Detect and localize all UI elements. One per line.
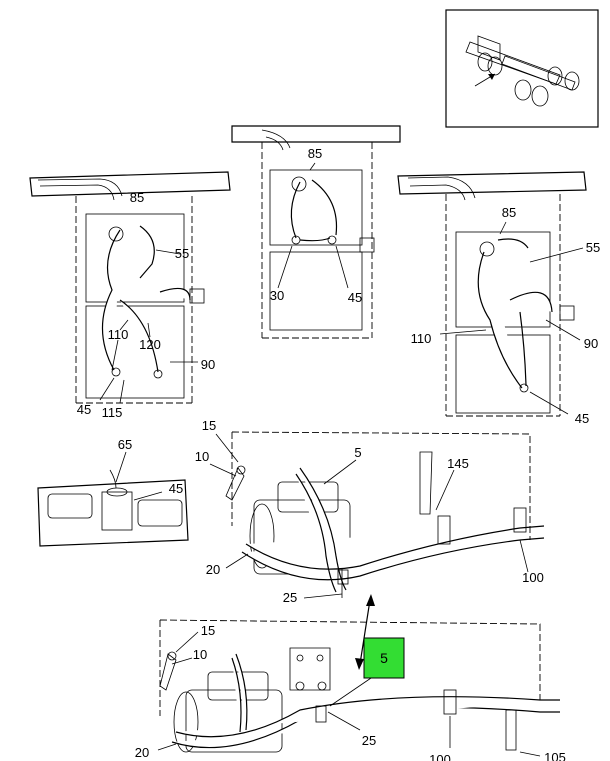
callout-85: 85 <box>502 205 516 220</box>
truck-chassis-icon <box>465 35 580 107</box>
battery-box-view-right: 85 55 110 90 45 <box>397 171 600 426</box>
callout-10: 10 <box>193 647 207 662</box>
view-transition-arrow <box>355 594 375 670</box>
vehicle-locator-inset <box>445 9 599 128</box>
callout-25: 25 <box>283 590 297 605</box>
callout-55: 55 <box>586 240 600 255</box>
battery-box-view-left: 85 55 110 120 90 45 115 <box>29 171 231 420</box>
callout-105: 105 <box>544 750 566 761</box>
callout-90: 90 <box>201 357 215 372</box>
callout-45: 45 <box>169 481 183 496</box>
callout-100: 100 <box>429 752 451 761</box>
callout-85: 85 <box>308 146 322 161</box>
highlight-box[interactable] <box>363 637 405 679</box>
callout-25: 25 <box>362 733 376 748</box>
highlighted-callout-5[interactable]: 5 <box>363 637 405 679</box>
callout-110: 110 <box>411 331 432 346</box>
callout-15: 15 <box>202 418 216 433</box>
callout-15: 15 <box>201 623 215 638</box>
callout-45: 45 <box>77 402 91 417</box>
callout-145: 145 <box>447 456 469 471</box>
callout-55: 55 <box>175 246 189 261</box>
terminal-detail-view: 65 45 <box>37 437 189 547</box>
starter-cable-bottom-view: 15 10 20 25 100 105 <box>135 619 566 761</box>
callout-100: 100 <box>522 570 544 585</box>
battery-box-view-center: 85 30 45 <box>231 125 401 339</box>
callout-45: 45 <box>348 290 362 305</box>
callout-120: 120 <box>139 337 161 352</box>
callout-5: 5 <box>354 445 361 460</box>
callout-85: 85 <box>130 190 144 205</box>
callout-30: 30 <box>270 288 284 303</box>
callout-115: 115 <box>102 405 123 420</box>
starter-cable-routing-view: 15 10 5 145 20 25 100 <box>195 418 545 605</box>
callout-20: 20 <box>135 745 149 760</box>
callout-90: 90 <box>584 336 598 351</box>
callout-45: 45 <box>575 411 589 426</box>
callout-65: 65 <box>118 437 132 452</box>
callout-20: 20 <box>206 562 220 577</box>
callout-110: 110 <box>108 327 129 342</box>
callout-10: 10 <box>195 449 209 464</box>
callout-5-highlighted[interactable]: 5 <box>380 650 388 666</box>
